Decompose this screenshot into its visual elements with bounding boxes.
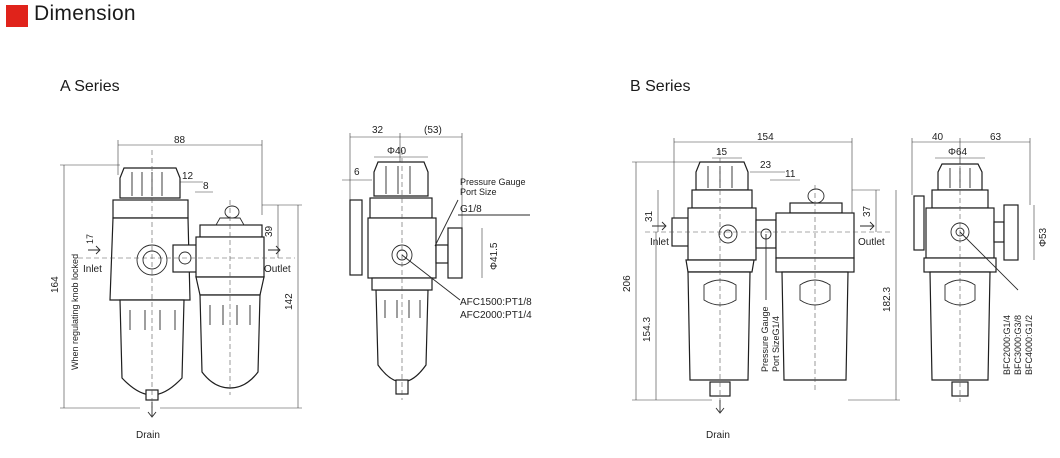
- a-dim-142: 142: [284, 293, 295, 310]
- b-gauge-port-label: Pressure Gauge: [760, 306, 770, 372]
- a-drain-label: Drain: [136, 430, 160, 441]
- b-side-phi64: Φ64: [948, 147, 968, 158]
- b-bfc4000-label: BFC4000:G1/2: [1024, 315, 1034, 375]
- b-side-dim-40: 40: [932, 132, 944, 143]
- a-inlet-label: Inlet: [83, 264, 102, 275]
- b-dim-width: 154: [757, 132, 774, 143]
- b-dim-31: 31: [644, 210, 655, 222]
- page-header: Dimension: [0, 0, 1060, 36]
- b-dim-11: 11: [785, 169, 796, 180]
- b-dim-23: 23: [760, 160, 772, 171]
- page-title: Dimension: [34, 2, 136, 25]
- b-side-phi53: Φ53: [1038, 227, 1049, 247]
- b-bfc2000-label: BFC2000:G1/4: [1002, 315, 1012, 375]
- b-side-view: 40 63 Φ64 Φ53 BFC2000:G1/4 BFC3000:G3/8 …: [911, 132, 1049, 402]
- b-dim-182: 182.3: [882, 287, 893, 312]
- a-dim-39: 39: [264, 225, 275, 237]
- b-outlet-label: Outlet: [858, 237, 885, 248]
- a-front-view: 88 12 8 Inlet Outlet: [50, 135, 302, 441]
- a-side-dim-53: (53): [424, 125, 442, 136]
- a-afc1500-label: AFC1500:PT1/8: [460, 297, 532, 308]
- a-side-dim-32: 32: [372, 125, 384, 136]
- a-port-size-label: Port Size: [460, 187, 497, 197]
- a-afc2000-label: AFC2000:PT1/4: [460, 310, 532, 321]
- b-dim-154: 154.3: [642, 317, 653, 342]
- a-side-dim-6: 6: [354, 167, 360, 178]
- a-dim-164: 164: [50, 276, 61, 293]
- b-front-view: 154 15 23 11 Inlet Outlet: [622, 132, 900, 441]
- a-outlet-label: Outlet: [264, 264, 291, 275]
- series-a-title: A Series: [60, 78, 120, 95]
- b-dim-37: 37: [862, 205, 873, 217]
- a-dim-width: 88: [174, 135, 186, 146]
- b-side-dim-63: 63: [990, 132, 1002, 143]
- b-bfc3000-label: BFC3000:G3/8: [1013, 315, 1023, 375]
- a-knob-note: When regulating knob locked: [70, 254, 80, 370]
- b-dim-206: 206: [622, 275, 633, 292]
- a-side-phi41: Φ41.5: [489, 242, 500, 270]
- a-side-phi40: Φ40: [387, 146, 407, 157]
- a-gauge-label: Pressure Gauge: [460, 177, 526, 187]
- a-g18-label: G1/8: [460, 204, 482, 215]
- red-square-icon: [6, 5, 28, 27]
- a-dim-12: 12: [182, 171, 194, 182]
- b-gauge-port-size-label: Port SizeG1/4: [771, 316, 781, 372]
- b-drain-label: Drain: [706, 430, 730, 441]
- a-side-view: 32 (53) Φ40 6 Φ41.5 Pressure Gauge Port …: [342, 125, 532, 400]
- a-dim-17: 17: [85, 234, 95, 244]
- series-b-title: B Series: [630, 78, 691, 95]
- a-dim-8: 8: [203, 181, 209, 192]
- b-dim-15: 15: [716, 147, 728, 158]
- b-inlet-label: Inlet: [650, 237, 669, 248]
